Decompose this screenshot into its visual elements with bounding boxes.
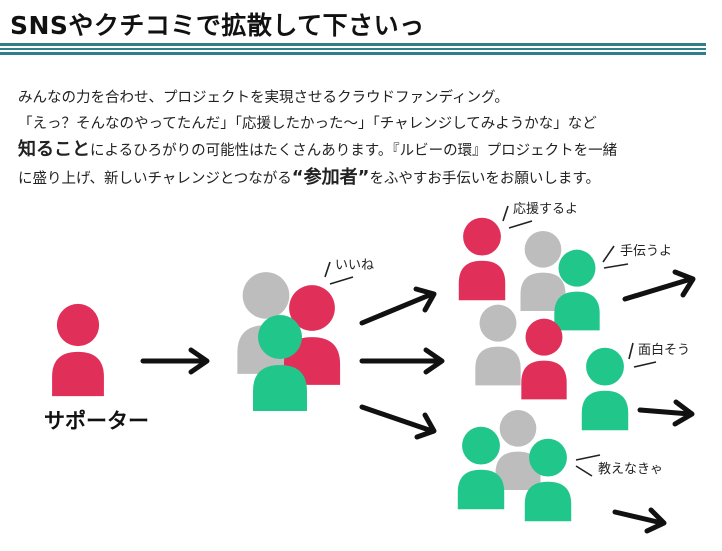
speech-mark-icon <box>502 205 533 229</box>
reaction-support-label: 応援するよ <box>513 202 578 217</box>
reaction-tell-label: 教えなきゃ <box>598 461 663 477</box>
person-red-icon <box>458 217 506 301</box>
reaction-like-label: いいね <box>335 258 374 273</box>
speech-mark-icon <box>602 245 629 269</box>
intro-emphasis-knowing: 知ること <box>18 139 90 160</box>
intro-paragraph: みんなの力を合わせ、プロジェクトを実現させるクラウドファンディング。 「えっ？そ… <box>18 86 718 192</box>
page-title: SNSやクチコミで拡散して下さいっ <box>10 11 425 40</box>
arrow-down-right-icon <box>612 507 667 534</box>
arrow-right-icon <box>359 347 445 375</box>
arrow-down-right-icon <box>359 404 437 440</box>
supporter-person-icon <box>52 303 104 397</box>
reaction-interesting-label: 面白そう <box>638 342 690 358</box>
person-green-icon <box>581 347 629 431</box>
intro-line-4-pre: に盛り上げ、新しいチャレンジとつながる <box>18 170 292 187</box>
intro-line-4: に盛り上げ、新しいチャレンジとつながる“参加者”をふやすお手伝いをお願いします。 <box>18 165 718 193</box>
intro-line-2: 「えっ？そんなのやってたんだ」「応援したかった〜」「チャレンジしてみようかな」な… <box>18 115 597 132</box>
arrow-right-icon <box>140 347 210 375</box>
speech-mark-icon <box>324 261 354 285</box>
person-gray-icon <box>475 304 521 386</box>
title-divider-top <box>0 43 706 46</box>
supporter-label: サポーター <box>44 409 149 433</box>
intro-emphasis-participants: “参加者” <box>291 166 370 188</box>
arrow-right-icon <box>637 399 695 427</box>
arrow-up-right-icon <box>622 269 696 302</box>
title-divider-bottom <box>0 52 706 55</box>
title-divider-middle <box>0 48 706 50</box>
speech-mark-icon <box>575 454 601 477</box>
intro-line-4-post: をふやすお手伝いをお願いします。 <box>369 170 600 187</box>
intro-line-3-rest: によるひろがりの可能性はたくさんあります。『ルビーの環』プロジェクトを一緒 <box>90 143 618 159</box>
speech-mark-icon <box>628 342 657 368</box>
intro-line-1: みんなの力を合わせ、プロジェクトを実現させるクラウドファンディング。 <box>18 90 509 106</box>
person-red-icon <box>521 318 567 400</box>
reaction-help-label: 手伝うよ <box>620 244 672 259</box>
intro-line-3: 知ることによるひろがりの可能性はたくさんあります。『ルビーの環』プロジェクトを一… <box>18 137 718 165</box>
arrow-up-right-icon <box>359 286 437 326</box>
